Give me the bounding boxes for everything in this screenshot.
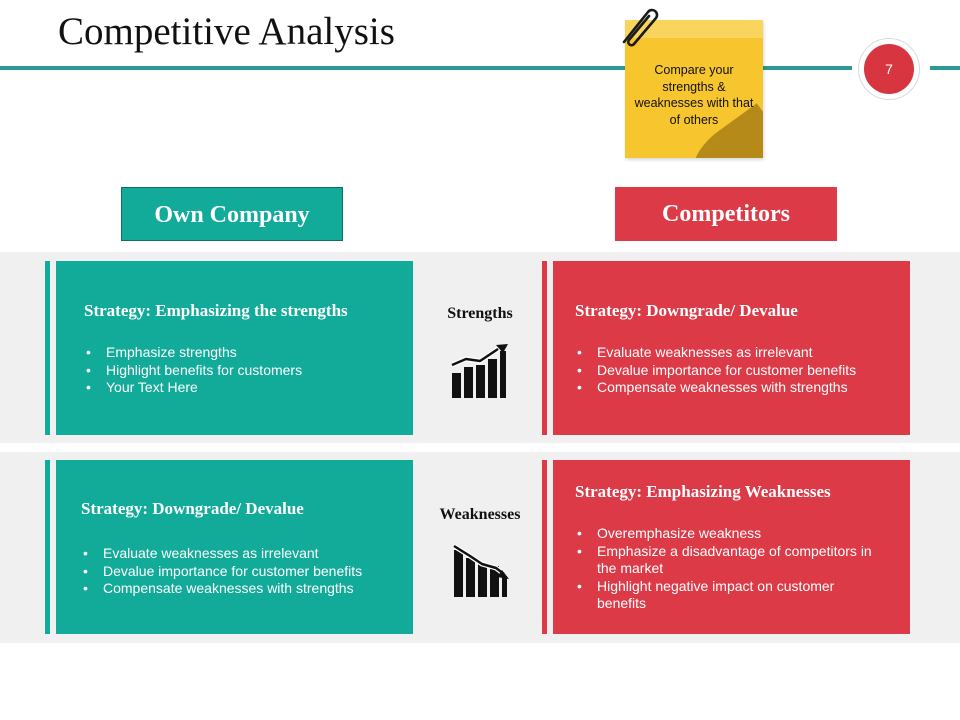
own-weaknesses-accent-bar <box>45 460 50 634</box>
list-item: Devalue importance for customer benefits <box>575 362 895 380</box>
own-weaknesses-list: Evaluate weaknesses as irrelevant Devalu… <box>81 545 401 598</box>
competitor-strengths-card: Strategy: Downgrade/ Devalue Evaluate we… <box>553 261 910 435</box>
own-strengths-accent-bar <box>45 261 50 435</box>
page-number: 7 <box>864 44 914 94</box>
competitor-weaknesses-heading: Strategy: Emphasizing Weaknesses <box>575 482 831 501</box>
competitor-strengths-accent-bar <box>542 261 547 435</box>
strengths-label: Strengths <box>447 305 513 322</box>
paperclip-icon <box>622 8 659 47</box>
own-strengths-heading: Strategy: Emphasizing the strengths <box>84 301 348 320</box>
list-item: Compensate weaknesses with strengths <box>575 379 895 397</box>
competitor-weaknesses-accent-bar <box>542 460 547 634</box>
own-strengths-card: Strategy: Emphasizing the strengths Emph… <box>56 261 413 435</box>
title-underline <box>0 66 960 70</box>
list-item: Overemphasize weakness <box>575 525 885 543</box>
list-item: Emphasize a disadvantage of competitors … <box>575 543 885 578</box>
list-item: Highlight benefits for customers <box>84 362 302 380</box>
list-item: Highlight negative impact on customer be… <box>575 578 885 613</box>
list-item: Compensate weaknesses with strengths <box>81 580 401 598</box>
list-item: Evaluate weaknesses as irrelevant <box>81 545 401 563</box>
own-company-header: Own Company <box>121 187 343 241</box>
competitors-header: Competitors <box>615 187 837 241</box>
competitor-strengths-heading: Strategy: Downgrade/ Devalue <box>575 301 798 320</box>
sticky-note-text: Compare your strengths & weaknesses with… <box>634 63 754 127</box>
list-item: Your Text Here <box>84 379 302 397</box>
competitor-weaknesses-list: Overemphasize weakness Emphasize a disad… <box>575 525 885 613</box>
sticky-note-top-strip <box>625 20 763 38</box>
competitor-weaknesses-card: Strategy: Emphasizing Weaknesses Overemp… <box>553 460 910 634</box>
page-number-badge: 7 <box>858 38 920 100</box>
own-weaknesses-card: Strategy: Downgrade/ Devalue Evaluate we… <box>56 460 413 634</box>
slide-title: Competitive Analysis <box>58 10 395 53</box>
sticky-note: Compare your strengths & weaknesses with… <box>625 20 763 158</box>
trending-up-chart-icon <box>451 344 508 398</box>
competitor-strengths-list: Evaluate weaknesses as irrelevant Devalu… <box>575 344 895 397</box>
trending-down-chart-icon <box>452 543 509 597</box>
own-strengths-list: Emphasize strengths Highlight benefits f… <box>84 344 302 397</box>
list-item: Devalue importance for customer benefits <box>81 563 401 581</box>
list-item: Evaluate weaknesses as irrelevant <box>575 344 895 362</box>
own-weaknesses-heading: Strategy: Downgrade/ Devalue <box>81 499 304 518</box>
list-item: Emphasize strengths <box>84 344 302 362</box>
weaknesses-label: Weaknesses <box>439 506 521 523</box>
